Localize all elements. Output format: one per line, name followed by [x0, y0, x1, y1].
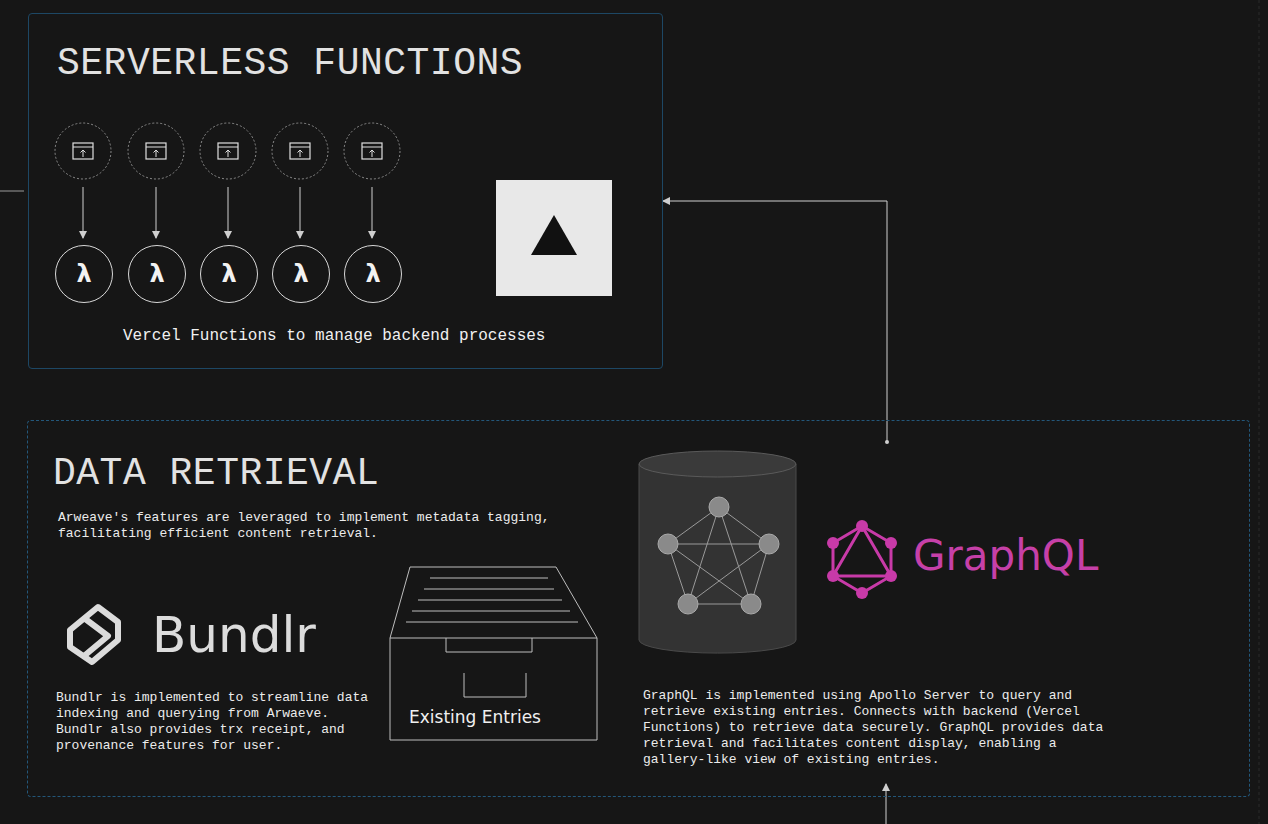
- cylinder-top: [639, 451, 796, 477]
- text-holder: DATA RETRIEVAL: [53, 452, 379, 496]
- upload-icon: [344, 123, 400, 179]
- lambda-circle: λ: [55, 245, 113, 303]
- section-title: DATA RETRIEVAL: [53, 452, 379, 496]
- graphql-logo: [827, 520, 897, 599]
- paper-line: [418, 600, 562, 601]
- paper-line: [430, 578, 548, 579]
- text-holder: Bundlr: [152, 606, 316, 664]
- logo-wordmark: GraphQL: [913, 530, 1098, 582]
- logo-shape: [70, 607, 118, 662]
- drawer-top: [390, 567, 597, 638]
- text-holder: GraphQL is implemented using Apollo Serv…: [643, 688, 1123, 768]
- start-dot: [885, 440, 889, 444]
- lambda-symbol: λ: [149, 262, 164, 286]
- lambda-symbol: λ: [76, 262, 91, 286]
- edge-guide: [1259, 0, 1260, 824]
- drawer-handle: [464, 673, 526, 697]
- section-panel: SERVERLESS FUNCTIONS Vercel Functions to …: [28, 13, 663, 369]
- text-holder: Existing Entries: [409, 706, 541, 728]
- logo-shape: [84, 618, 108, 656]
- section-title: SERVERLESS FUNCTIONS: [57, 42, 523, 86]
- down-arrow: [156, 187, 157, 238]
- lambda-symbol: λ: [365, 262, 380, 286]
- text-holder: Bundlr is implemented to streamline data…: [56, 690, 378, 754]
- text-holder: GraphQL: [913, 530, 1098, 582]
- paper-line: [412, 611, 570, 612]
- upload-icon: [272, 123, 328, 179]
- lambda-symbol: λ: [293, 262, 308, 286]
- drawer-tab: [446, 638, 532, 652]
- paper-line: [424, 589, 554, 590]
- lambda-circle: λ: [272, 245, 330, 303]
- text-holder: Arweave's features are leveraged to impl…: [58, 510, 588, 542]
- upload-icons: [55, 123, 400, 179]
- vercel-logo: [496, 180, 612, 296]
- logo-box: [496, 180, 612, 296]
- down-arrow: [83, 187, 84, 238]
- description-text: Bundlr is implemented to streamline data…: [56, 690, 378, 754]
- drawer-front: [390, 638, 597, 740]
- description-text: Arweave's features are leveraged to impl…: [58, 510, 588, 542]
- paper-line: [406, 622, 578, 623]
- database-cylinder: [639, 451, 796, 653]
- lambda-circle: λ: [344, 245, 402, 303]
- lambda-symbol: λ: [221, 262, 236, 286]
- cylinder-body: [639, 464, 796, 653]
- lambda-circle: λ: [200, 245, 258, 303]
- vercel-triangle: [531, 215, 577, 255]
- logo-wordmark: Bundlr: [152, 606, 316, 664]
- icon-arrows: [83, 187, 372, 238]
- incoming-arrow: [886, 784, 887, 824]
- text-holder: Vercel Functions to manage backend proce…: [123, 326, 545, 346]
- drawer-sketch: [390, 567, 597, 740]
- leader-line: [887, 421, 888, 442]
- bundlr-logo: [70, 607, 118, 662]
- lambda-circle: λ: [128, 245, 186, 303]
- down-arrow: [300, 187, 301, 238]
- upload-icon: [55, 123, 111, 179]
- caption-text: Vercel Functions to manage backend proce…: [123, 326, 545, 346]
- stub-line: [0, 191, 24, 192]
- graph-lines: [668, 507, 769, 604]
- description-text: GraphQL is implemented using Apollo Serv…: [643, 688, 1123, 768]
- graph-nodes: [658, 497, 779, 614]
- upload-icon: [200, 123, 256, 179]
- down-arrow: [372, 187, 373, 238]
- connector-arrow: [663, 201, 887, 420]
- text-holder: SERVERLESS FUNCTIONS: [57, 42, 523, 86]
- down-arrow: [228, 187, 229, 238]
- upload-icon: [128, 123, 184, 179]
- drawer-label: Existing Entries: [409, 706, 541, 728]
